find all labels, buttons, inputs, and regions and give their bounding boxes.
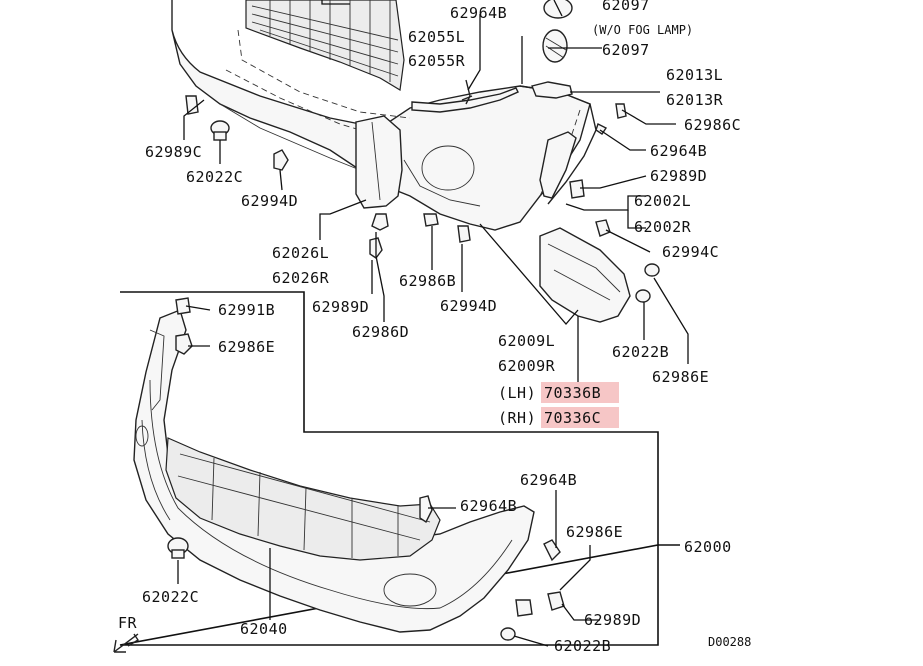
label-62986e-right[interactable]: 62986E	[652, 368, 709, 386]
label-rh-prefix: (RH)	[498, 409, 536, 427]
upper-bumper-assembly	[171, 0, 660, 323]
label-62009r[interactable]: 62009R	[498, 357, 556, 375]
label-62989d-bottom[interactable]: 62989D	[584, 611, 641, 629]
fr-label: FR	[118, 614, 138, 632]
upper-leader-lines	[183, 0, 689, 384]
label-62026r[interactable]: 62026R	[272, 269, 330, 287]
rh-part-highlight	[541, 407, 619, 428]
label-62964b-b2[interactable]: 62964B	[460, 497, 517, 515]
label-62986e-left[interactable]: 62986E	[218, 338, 275, 356]
label-62986c[interactable]: 62986C	[684, 116, 741, 134]
label-62022b-bottom[interactable]: 62022B	[554, 637, 611, 655]
label-62002r[interactable]: 62002R	[634, 218, 692, 236]
label-62097-top[interactable]: 62097	[602, 0, 650, 14]
label-70336c[interactable]: 70336C	[544, 409, 601, 427]
label-62994c[interactable]: 62994C	[662, 243, 719, 261]
label-62002l[interactable]: 62002L	[634, 192, 691, 210]
label-62040[interactable]: 62040	[240, 620, 288, 638]
diagram-code: D00288	[708, 635, 751, 649]
label-wo-fog-lamp: (W/O FOG LAMP)	[592, 23, 693, 37]
label-62022c-top[interactable]: 62022C	[186, 168, 243, 186]
lower-leader-lines	[177, 305, 600, 647]
lh-part-highlight	[541, 382, 619, 403]
part-labels: 62964B 62097 (W/O FOG LAMP) 62055L 62055…	[118, 0, 751, 655]
label-62964b-top[interactable]: 62964B	[450, 4, 507, 22]
label-62964b-mid[interactable]: 62964B	[650, 142, 707, 160]
label-62000[interactable]: 62000	[684, 538, 732, 556]
label-62026l[interactable]: 62026L	[272, 244, 329, 262]
label-62989d-right[interactable]: 62989D	[650, 167, 707, 185]
label-62022c-bottom[interactable]: 62022C	[142, 588, 199, 606]
label-62055l[interactable]: 62055L	[408, 28, 465, 46]
label-62013r[interactable]: 62013R	[666, 91, 724, 109]
label-62009l[interactable]: 62009L	[498, 332, 555, 350]
front-direction-arrow	[113, 633, 139, 653]
label-62986e-bottom[interactable]: 62986E	[566, 523, 623, 541]
label-62022b-right[interactable]: 62022B	[612, 343, 669, 361]
label-62964b-b1[interactable]: 62964B	[520, 471, 577, 489]
label-62994d-mid[interactable]: 62994D	[440, 297, 497, 315]
label-62989d-mid[interactable]: 62989D	[312, 298, 369, 316]
lower-bumper-assembly	[133, 297, 565, 641]
label-62013l[interactable]: 62013L	[666, 66, 723, 84]
label-62986d[interactable]: 62986D	[352, 323, 409, 341]
label-62055r[interactable]: 62055R	[408, 52, 466, 70]
label-62989c[interactable]: 62989C	[145, 143, 202, 161]
label-lh-prefix: (LH)	[498, 384, 536, 402]
label-62994d-left[interactable]: 62994D	[241, 192, 298, 210]
label-62986b[interactable]: 62986B	[399, 272, 456, 290]
label-62097[interactable]: 62097	[602, 41, 650, 59]
label-62991b[interactable]: 62991B	[218, 301, 275, 319]
label-70336b[interactable]: 70336B	[544, 384, 601, 402]
